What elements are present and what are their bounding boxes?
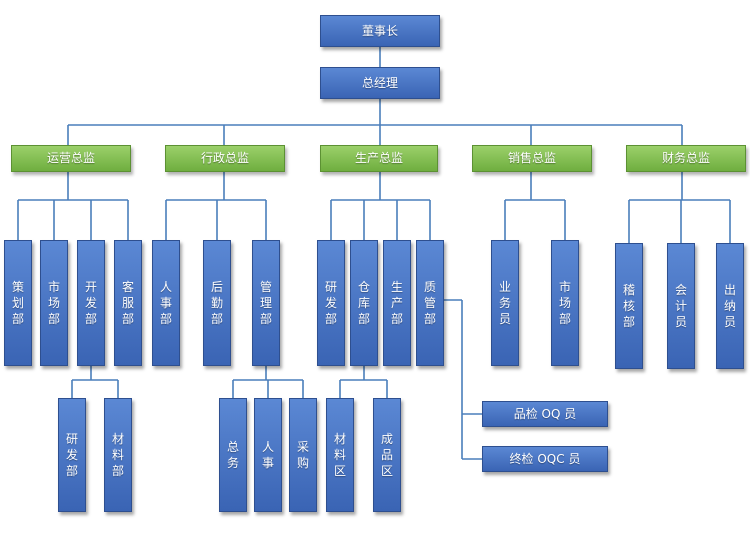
node-chairman: 董事长 bbox=[320, 15, 440, 47]
node-prod: 生产总监 bbox=[320, 145, 438, 172]
node-production: 生产部 bbox=[383, 240, 411, 366]
node-audit-label: 稽核部 bbox=[622, 282, 635, 330]
node-service: 客服部 bbox=[114, 240, 142, 366]
node-hr-label: 人事部 bbox=[159, 279, 172, 327]
node-wh-finished: 成品区 bbox=[373, 398, 401, 512]
node-production-label: 生产部 bbox=[390, 279, 403, 327]
node-quality-label: 质管部 bbox=[423, 279, 436, 327]
node-wh-finished-label: 成品区 bbox=[380, 431, 393, 479]
node-sales: 销售总监 bbox=[472, 145, 592, 172]
node-dev: 开发部 bbox=[77, 240, 105, 366]
node-admin: 行政总监 bbox=[165, 145, 285, 172]
node-accountant-label: 会计员 bbox=[674, 282, 687, 330]
node-dev-rd: 研发部 bbox=[58, 398, 86, 512]
node-salesperson-label: 业务员 bbox=[498, 279, 511, 327]
node-salesperson: 业务员 bbox=[491, 240, 519, 366]
node-mgmt-purchase-label: 采购 bbox=[296, 439, 309, 470]
node-planning-label: 策划部 bbox=[11, 279, 24, 327]
node-hr: 人事部 bbox=[152, 240, 180, 366]
node-quality: 质管部 bbox=[416, 240, 444, 366]
node-oq: 品检 OQ 员 bbox=[482, 401, 608, 427]
node-warehouse-label: 仓库部 bbox=[357, 279, 370, 327]
node-market: 市场部 bbox=[40, 240, 68, 366]
node-cashier: 出纳员 bbox=[716, 243, 744, 369]
node-wh-material: 材料区 bbox=[326, 398, 354, 512]
node-mgmt-hr-label: 人事 bbox=[261, 439, 274, 470]
node-cashier-label: 出纳员 bbox=[723, 282, 736, 330]
node-service-label: 客服部 bbox=[121, 279, 134, 327]
node-gm: 总经理 bbox=[320, 67, 440, 99]
node-management: 管理部 bbox=[252, 240, 280, 366]
node-management-label: 管理部 bbox=[259, 279, 272, 327]
node-dev-material: 材料部 bbox=[104, 398, 132, 512]
node-dev-label: 开发部 bbox=[84, 279, 97, 327]
node-warehouse: 仓库部 bbox=[350, 240, 378, 366]
node-oqc: 终检 OQC 员 bbox=[482, 446, 608, 472]
node-market-label: 市场部 bbox=[47, 279, 60, 327]
node-mgmt-general: 总务 bbox=[219, 398, 247, 512]
node-mgmt-general-label: 总务 bbox=[226, 439, 239, 470]
node-wh-material-label: 材料区 bbox=[333, 431, 346, 479]
node-dev-material-label: 材料部 bbox=[111, 431, 124, 479]
node-fin: 财务总监 bbox=[626, 145, 746, 172]
node-research-label: 研发部 bbox=[324, 279, 337, 327]
node-planning: 策划部 bbox=[4, 240, 32, 366]
node-audit: 稽核部 bbox=[615, 243, 643, 369]
node-research: 研发部 bbox=[317, 240, 345, 366]
node-sales-market-label: 市场部 bbox=[558, 279, 571, 327]
node-logistics: 后勤部 bbox=[203, 240, 231, 366]
node-dev-rd-label: 研发部 bbox=[65, 431, 78, 479]
node-mgmt-hr: 人事 bbox=[254, 398, 282, 512]
node-ops: 运营总监 bbox=[11, 145, 131, 172]
node-logistics-label: 后勤部 bbox=[210, 279, 223, 327]
node-mgmt-purchase: 采购 bbox=[289, 398, 317, 512]
node-accountant: 会计员 bbox=[667, 243, 695, 369]
node-sales-market: 市场部 bbox=[551, 240, 579, 366]
